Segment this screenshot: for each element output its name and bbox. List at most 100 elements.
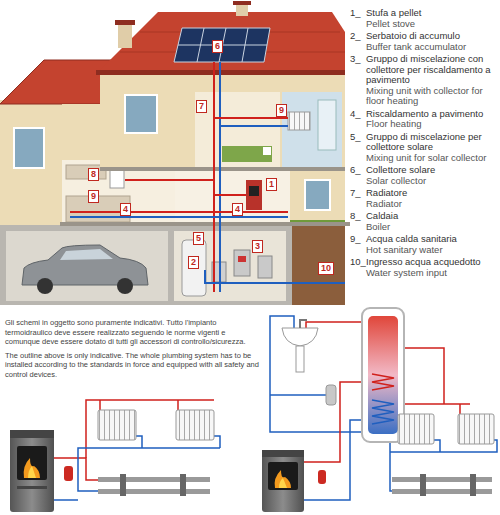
valve <box>180 474 186 496</box>
callout-number: 3 <box>252 240 263 253</box>
upper-floor <box>288 112 310 130</box>
legend-text-english: Mixing unit for solar collector <box>366 153 498 164</box>
legend-text-italian: Caldaia <box>366 211 498 222</box>
manifold <box>392 477 492 482</box>
house-pipes <box>214 117 288 119</box>
roof <box>236 4 248 16</box>
legend-text-english: Buffer tank accumulator <box>366 42 498 53</box>
pellet-stove <box>268 462 298 490</box>
legend-text-english: Water system input <box>366 268 498 279</box>
upper-floor <box>195 92 280 168</box>
ground-floor <box>60 170 350 226</box>
pellet-stove <box>10 430 54 438</box>
house-pipes <box>70 62 345 292</box>
callout-number: 6 <box>212 40 223 53</box>
washbasin <box>282 328 318 346</box>
manifold <box>98 477 210 482</box>
upper-floor <box>222 146 272 162</box>
house-illustration <box>0 1 350 305</box>
pipe <box>306 322 362 328</box>
upper-floor <box>125 95 157 133</box>
washbasin <box>282 320 318 372</box>
pipe <box>78 436 220 491</box>
manifold <box>392 489 492 494</box>
pellet-stove <box>10 430 54 512</box>
pipe <box>86 400 214 458</box>
car <box>117 278 133 294</box>
pipe <box>304 420 362 500</box>
left-wing <box>0 100 62 225</box>
note-english: The outline above is only indicative. Th… <box>5 351 260 380</box>
pipe <box>100 400 178 410</box>
radiator <box>458 414 494 444</box>
radiator <box>398 414 434 444</box>
house-pipes <box>213 62 215 292</box>
pellet-stove <box>10 430 54 512</box>
manifold <box>98 489 210 494</box>
house-pipes <box>220 125 288 127</box>
pipe <box>304 382 362 462</box>
kitchen <box>62 104 102 160</box>
pellet-stove <box>275 470 291 488</box>
pellet-stove <box>24 458 40 478</box>
radiator <box>176 410 214 440</box>
pipe <box>396 348 470 414</box>
pipe <box>54 400 220 500</box>
left-wing <box>14 128 44 168</box>
legend-text-italian: Acqua calda sanitaria <box>366 234 498 245</box>
pipe <box>270 316 362 432</box>
legend-number: 2_ <box>350 31 361 42</box>
plant-units <box>182 240 206 296</box>
storage-tank <box>368 316 398 434</box>
legend-text-italian: Serbatoio di accumulo <box>366 31 498 42</box>
pipe <box>270 316 497 500</box>
valve <box>470 474 476 496</box>
legend-text-italian: Collettore solare <box>366 165 498 176</box>
callout-number: 9 <box>276 104 287 117</box>
legend-text-italian: Riscaldamento a pavimento <box>366 109 498 120</box>
callout-number: 5 <box>193 232 204 245</box>
basement-wall <box>0 225 292 305</box>
house-pipes <box>219 62 221 292</box>
pipe <box>54 499 78 501</box>
legend-text-italian: Radiatore <box>366 188 498 199</box>
roof <box>115 20 135 25</box>
legend-number: 10_ <box>350 257 366 268</box>
upper-floor <box>263 147 271 155</box>
garage <box>6 231 168 301</box>
legend-text-italian: Gruppo di miscelazione con collettore pe… <box>366 54 498 86</box>
plant-units <box>258 256 272 278</box>
plant-units <box>182 240 272 296</box>
solar-panel <box>174 28 270 62</box>
legend-number: 1_ <box>350 8 361 19</box>
legend-text-english: Hot sanitary water <box>366 245 498 256</box>
pellet-stove <box>262 450 304 457</box>
callout-number: 4 <box>232 203 243 216</box>
legend-text-italian: Gruppo di miscelazione per collettore so… <box>366 132 498 153</box>
callout-number: 9 <box>88 190 99 203</box>
legend-text-english: Pellet stove <box>366 19 498 30</box>
callout-number: 10 <box>318 262 334 275</box>
valve <box>120 474 126 496</box>
pellet-stove <box>28 466 36 478</box>
legend-number: 4_ <box>350 109 361 120</box>
expansion-tank <box>318 470 326 484</box>
radiator <box>98 410 136 440</box>
pellet-stove <box>262 450 304 512</box>
house-pipes <box>70 216 288 218</box>
storage-tank <box>372 400 394 424</box>
legend-text-english: Floor heating <box>366 119 498 130</box>
solar-panel <box>174 28 270 62</box>
legend-text-italian: Stufa a pellet <box>366 8 498 19</box>
upper-floor <box>100 167 345 171</box>
ground-floor <box>249 186 259 196</box>
ground-floor <box>60 222 350 226</box>
legend-number: 8_ <box>350 211 361 222</box>
upper-floor <box>282 92 342 168</box>
pipe <box>54 458 98 480</box>
car <box>37 278 53 294</box>
callout-number: 8 <box>88 168 99 181</box>
valve <box>420 474 426 496</box>
legend-number: 6_ <box>350 165 361 176</box>
